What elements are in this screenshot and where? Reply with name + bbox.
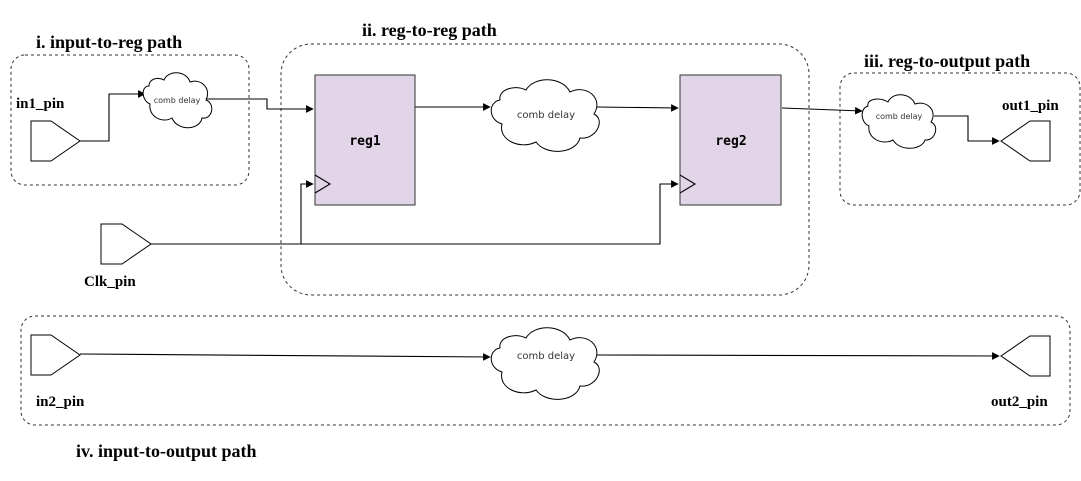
group-title-reg-to-reg: ii. reg-to-reg path — [362, 20, 497, 40]
reg2-label: reg2 — [715, 134, 746, 149]
comb-delay-label-reg-to-reg: comb delay — [517, 110, 575, 121]
wire-in1-to-delay — [80, 90, 146, 142]
group-title-input-to-reg: i. input-to-reg path — [36, 32, 182, 52]
group-box-input-to-reg — [10, 54, 250, 186]
clk-pin-shape — [100, 223, 152, 265]
wire-reg2-to-delay — [781, 106, 863, 115]
in2-pin-label: in2_pin — [36, 394, 85, 410]
in1-pin-shape — [30, 120, 81, 162]
comb-delay-cloud-input-to-reg: comb delay — [142, 72, 213, 129]
wire-delay-to-out2 — [595, 352, 1000, 360]
out2-pin-shape — [1000, 335, 1051, 377]
comb-delay-cloud-reg-to-output: comb delay — [861, 94, 937, 149]
wire-delay-to-reg1 — [205, 98, 314, 113]
in1-pin-label: in1_pin — [16, 96, 65, 112]
group-box-reg-to-reg — [280, 43, 810, 296]
reg1-clock-triangle — [314, 174, 332, 194]
out2-pin-label: out2_pin — [991, 394, 1048, 410]
comb-delay-cloud-input-to-output: comb delay — [490, 327, 600, 400]
wire-in2-to-delay — [79, 353, 491, 361]
reg2-box — [679, 74, 782, 206]
wire-delay-to-out1 — [934, 115, 1000, 145]
in2-pin-shape — [30, 334, 81, 376]
wire-clk-to-reg1 — [151, 180, 314, 245]
out1-pin-label: out1_pin — [1002, 98, 1059, 114]
comb-delay-label-input-to-reg: comb delay — [154, 96, 201, 105]
reg1-box — [314, 74, 416, 206]
wire-clk-to-reg2 — [151, 180, 679, 245]
comb-delay-label-input-to-output: comb delay — [517, 351, 575, 362]
clk-pin-label: Clk_pin — [84, 274, 136, 290]
comb-delay-label-reg-to-output: comb delay — [876, 112, 923, 121]
comb-delay-cloud-reg-to-reg: comb delay — [490, 79, 600, 152]
out1-pin-shape — [1000, 120, 1051, 162]
wire-delay-to-reg2 — [595, 104, 679, 112]
reg1-label: reg1 — [349, 134, 380, 149]
group-box-input-to-output — [20, 315, 1071, 426]
group-title-input-to-output: iv. input-to-output path — [76, 441, 257, 461]
reg2-clock-triangle — [679, 174, 697, 194]
group-title-reg-to-output: iii. reg-to-output path — [864, 51, 1030, 71]
